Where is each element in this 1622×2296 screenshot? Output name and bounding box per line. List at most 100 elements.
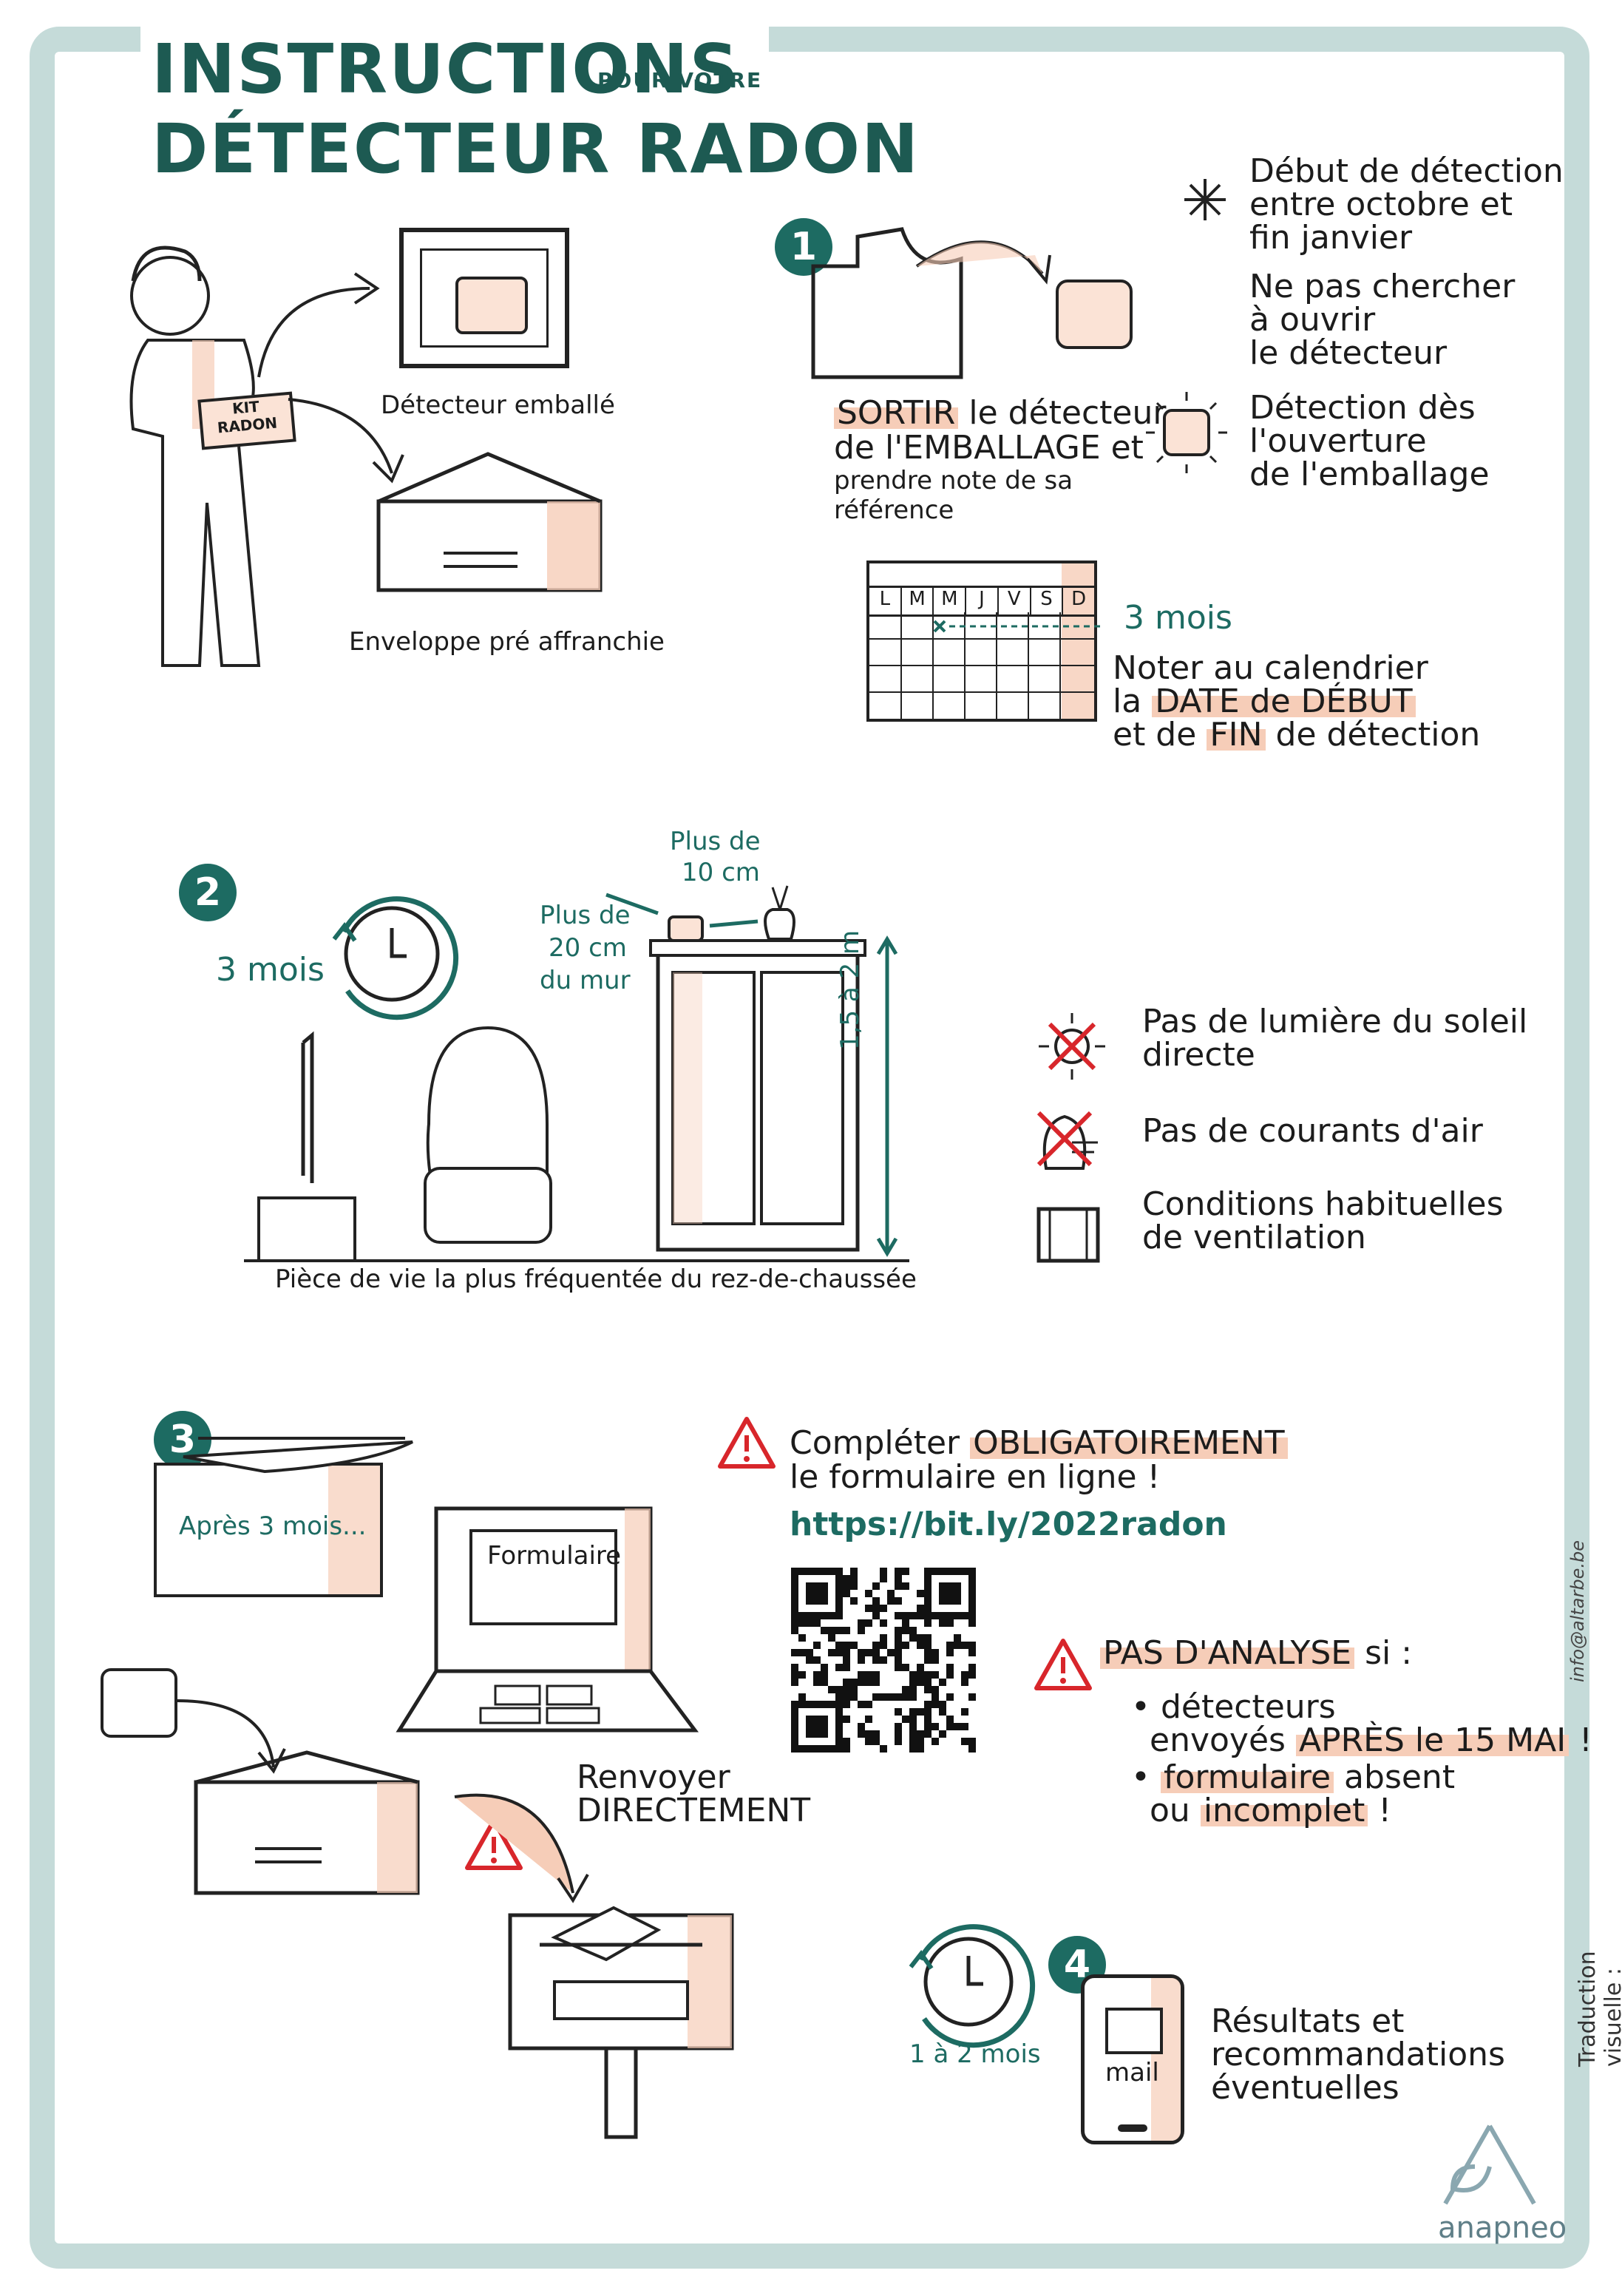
title-line-1: INSTRUCTIONS <box>152 30 740 109</box>
no-sun-text-2: directe <box>1142 1036 1255 1074</box>
calendar-day: M <box>902 588 934 614</box>
take-out-line: SORTIR le détecteur <box>834 394 1167 432</box>
arrow-to-package <box>257 272 380 378</box>
open-package-icon <box>811 227 1133 379</box>
packaging-line: de l'EMBALLAGE et <box>834 429 1144 467</box>
email-text: info@altarbe.be <box>1567 1540 1588 1682</box>
form-label: Formulaire <box>487 1541 622 1571</box>
no-draft-text: Pas de courants d'air <box>1142 1112 1483 1150</box>
results-text-1: Résultats et <box>1211 2002 1405 2040</box>
calendar-note-3c: de détection <box>1275 716 1481 754</box>
bullet-1-line-1: • détecteurs <box>1131 1688 1336 1726</box>
snowflake-icon <box>1184 179 1226 220</box>
calendar-day: D <box>1071 588 1087 610</box>
form-warning-icon <box>718 1417 776 1469</box>
step-2-duration: 3 mois <box>216 951 325 989</box>
no-sun-text-1: Pas de lumière du soleil <box>1142 1003 1528 1040</box>
ventilation-text-2: de ventilation <box>1142 1219 1366 1256</box>
no-open-text-3: le détecteur <box>1249 334 1448 372</box>
no-open-text-2: à ouvrir <box>1249 301 1376 339</box>
detecting-detector-icon <box>1146 392 1227 473</box>
room-illustration <box>244 885 909 1262</box>
window-icon <box>1036 1207 1100 1263</box>
arrow-to-envelope <box>288 398 404 484</box>
bullet-2-line-1: • formulaire absent <box>1131 1758 1456 1796</box>
calendar-header: L M M J V S D <box>869 586 1094 617</box>
qr-code[interactable] <box>791 1568 976 1753</box>
page-frame <box>30 27 1589 2269</box>
envelope-icon <box>376 452 603 592</box>
top-distance-1: Plus de <box>670 827 761 856</box>
calendar-day: J <box>966 588 999 614</box>
no-analysis-b: si : <box>1365 1634 1413 1672</box>
calendar-day: S <box>1031 588 1064 614</box>
ventilation-text-1: Conditions habituelles <box>1142 1185 1504 1223</box>
complete-1a: Compléter <box>790 1424 960 1462</box>
mail-envelope-icon <box>1105 2008 1163 2054</box>
no-open-text-1: Ne pas chercher <box>1249 268 1516 305</box>
calendar-note-2: la DATE de DÉBUT <box>1113 683 1416 720</box>
start-text-2: entre octobre et <box>1249 186 1513 223</box>
no-sun-icon <box>1039 1013 1105 1080</box>
room-label: Pièce de vie la plus fréquentée du rez-d… <box>275 1264 917 1294</box>
detect-text-3: de l'emballage <box>1249 456 1490 493</box>
mail-label: mail <box>1105 2058 1159 2087</box>
mailbox-icon <box>508 1906 734 2139</box>
bullet-2-1b: absent <box>1344 1758 1456 1796</box>
bullet-1-1: détecteurs <box>1160 1688 1336 1726</box>
title-small: POUR VOTRE <box>597 68 763 92</box>
send-warning-icon <box>465 1818 523 1870</box>
calendar-page-curl <box>183 1437 413 1474</box>
calendar-note-2b: DATE de DÉBUT <box>1152 683 1416 720</box>
calendar-day: M <box>934 588 967 614</box>
detect-text-1: Détection dès <box>1249 389 1476 427</box>
clock-icon <box>332 896 459 1020</box>
envelope-label: Enveloppe pré affranchie <box>349 627 665 657</box>
take-out-verb: SORTIR <box>834 394 959 432</box>
step-4-clock-icon <box>909 1924 1036 2048</box>
note-ref-2: référence <box>834 495 954 525</box>
calendar-icon: L M M J V S D <box>866 561 1104 722</box>
start-text-3: fin janvier <box>1249 219 1413 257</box>
after-calendar-card: Après 3 mois... <box>154 1463 383 1597</box>
calendar-note-2a: la <box>1113 683 1142 720</box>
send-back-1: Renvoyer <box>577 1758 730 1796</box>
brand-name: anapneo <box>1438 2211 1567 2245</box>
bullet-2-line-2: ou incomplet ! <box>1150 1792 1392 1829</box>
arrow-to-mailbox <box>454 1793 589 1903</box>
note-ref-1: prendre note de sa <box>834 466 1073 495</box>
start-text-1: Début de détection <box>1249 152 1564 190</box>
bullet-1-2b: APRÈS le 15 MAI <box>1295 1721 1570 1759</box>
wall-distance-1: Plus de <box>540 901 631 930</box>
height-label: 1,5 à 2 m <box>835 929 865 1050</box>
take-out-rest: le détecteur <box>968 394 1167 432</box>
results-text-2: recommandations <box>1211 2036 1505 2073</box>
calendar-day: V <box>999 588 1031 614</box>
packaged-detector-icon <box>399 228 569 368</box>
calendar-duration: 3 mois <box>1124 599 1232 637</box>
title-line-2: DÉTECTEUR RADON <box>152 109 920 189</box>
no-analysis-a: PAS D'ANALYSE <box>1100 1634 1355 1672</box>
credit-text: Traduction visuelle : AL Tarbe <box>1575 1951 1622 2067</box>
complete-line-2: le formulaire en ligne ! <box>790 1458 1161 1496</box>
step-4-duration: 1 à 2 mois <box>909 2039 1041 2069</box>
form-window: Formulaire <box>469 1529 621 1625</box>
wall-distance-3: du mur <box>540 966 631 995</box>
packaged-detector-label: Détecteur emballé <box>381 390 615 420</box>
calendar-note-3: et de FIN de détection <box>1113 716 1481 754</box>
wall-distance-2: 20 cm <box>549 933 627 963</box>
bullet-2-1a: formulaire <box>1160 1758 1334 1796</box>
bullet-2-2c: ! <box>1378 1792 1392 1829</box>
phone-icon: mail <box>1081 1974 1184 2144</box>
no-draft-icon <box>1036 1111 1098 1170</box>
bullet-1-line-2: envoyés APRÈS le 15 MAI ! <box>1150 1721 1592 1759</box>
analysis-warning-icon <box>1034 1639 1092 1690</box>
bullet-2-2b: incomplet <box>1200 1792 1368 1829</box>
detect-text-2: l'ouverture <box>1249 422 1427 460</box>
anapneo-logo-icon <box>1443 2124 1536 2205</box>
form-url-link[interactable]: https://bit.ly/2022radon <box>790 1506 1227 1543</box>
bullet-1-2c: ! <box>1579 1721 1592 1759</box>
calendar-note-1: Noter au calendrier <box>1113 649 1428 687</box>
calendar-note-3a: et de <box>1113 716 1197 754</box>
top-distance-2: 10 cm <box>682 858 760 887</box>
